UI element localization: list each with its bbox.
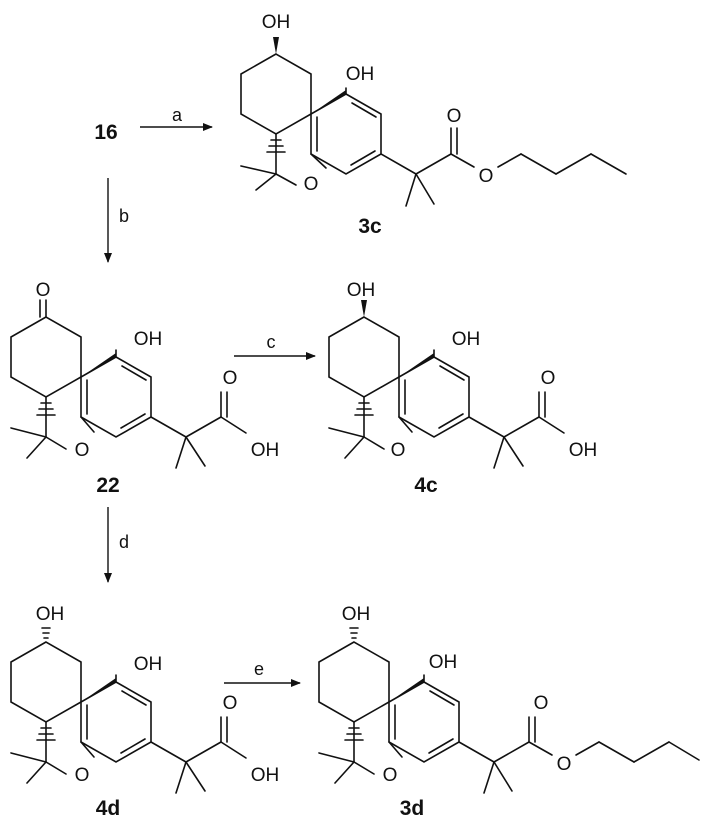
phenol-oh-label: OH <box>346 64 375 85</box>
arrow-b: b <box>104 178 129 263</box>
phenol-oh-label: OH <box>134 654 163 675</box>
wedge-bond <box>311 90 346 114</box>
arrow-a: a <box>140 105 213 131</box>
ring-oxygen-label: O <box>391 440 406 461</box>
hashed-bond <box>354 402 374 416</box>
hashed-bond <box>266 139 286 153</box>
hydroxyl-label: OH <box>342 604 371 625</box>
reagent-d-label: d <box>119 532 129 552</box>
ring-oxygen-label: O <box>75 440 90 461</box>
arrow-e: e <box>224 659 301 687</box>
hashed-bond <box>36 402 56 416</box>
wedge-bond <box>361 300 367 317</box>
ring-oxygen-label: O <box>304 174 319 195</box>
ring-oxygen-label: O <box>383 765 398 786</box>
acid-oh-label: OH <box>251 765 280 786</box>
ring-oxygen-label: O <box>75 765 90 786</box>
arrow-c: c <box>234 332 316 360</box>
acid-oh-label: OH <box>569 440 598 461</box>
compound-4d-label: 4d <box>96 797 121 820</box>
wedge-bond <box>399 353 434 377</box>
phenol-oh-label: OH <box>134 329 163 350</box>
hydroxyl-label: OH <box>36 604 65 625</box>
carbonyl-oxygen-label: O <box>447 106 462 127</box>
carbonyl-oxygen-label: O <box>534 693 549 714</box>
compound-3d-label: 3d <box>400 797 425 820</box>
structure-3d: OH OH O O O 3d <box>318 604 700 820</box>
ester-oxygen-label: O <box>557 754 572 775</box>
wedge-bond <box>389 678 424 702</box>
arrow-d: d <box>104 507 129 583</box>
wedge-bond <box>81 353 116 377</box>
acid-carbonyl-oxygen-label: O <box>223 368 238 389</box>
hashed-bond <box>349 627 359 639</box>
phenol-oh-label: OH <box>429 652 458 673</box>
wedge-bond <box>81 678 116 702</box>
hashed-bond <box>344 727 364 741</box>
hydroxyl-label: OH <box>262 12 291 33</box>
reagent-e-label: e <box>254 659 264 679</box>
structure-3c: OH OH O O O <box>240 12 627 238</box>
hashed-bond <box>41 627 51 639</box>
hashed-bond <box>36 727 56 741</box>
compound-22-label: 22 <box>96 474 119 497</box>
compound-4c-label: 4c <box>414 474 438 497</box>
reagent-b-label: b <box>119 206 129 226</box>
ketone-oxygen-label: O <box>36 280 51 301</box>
compound-3c-label: 3c <box>358 215 382 238</box>
structure-22: O OH O O OH 22 <box>10 280 280 497</box>
structure-4d: OH OH O O OH 4d <box>10 604 280 820</box>
ester-oxygen-label: O <box>479 166 494 187</box>
reagent-a-label: a <box>172 105 183 125</box>
structure-4c: OH OH O O OH 4c <box>328 280 598 497</box>
compound-16-label: 16 <box>94 121 117 144</box>
reagent-c-label: c <box>267 332 276 352</box>
wedge-bond <box>273 37 279 54</box>
acid-oh-label: OH <box>251 440 280 461</box>
acid-carbonyl-oxygen-label: O <box>541 368 556 389</box>
hydroxyl-label: OH <box>347 280 376 301</box>
phenol-oh-label: OH <box>452 329 481 350</box>
acid-carbonyl-oxygen-label: O <box>223 693 238 714</box>
